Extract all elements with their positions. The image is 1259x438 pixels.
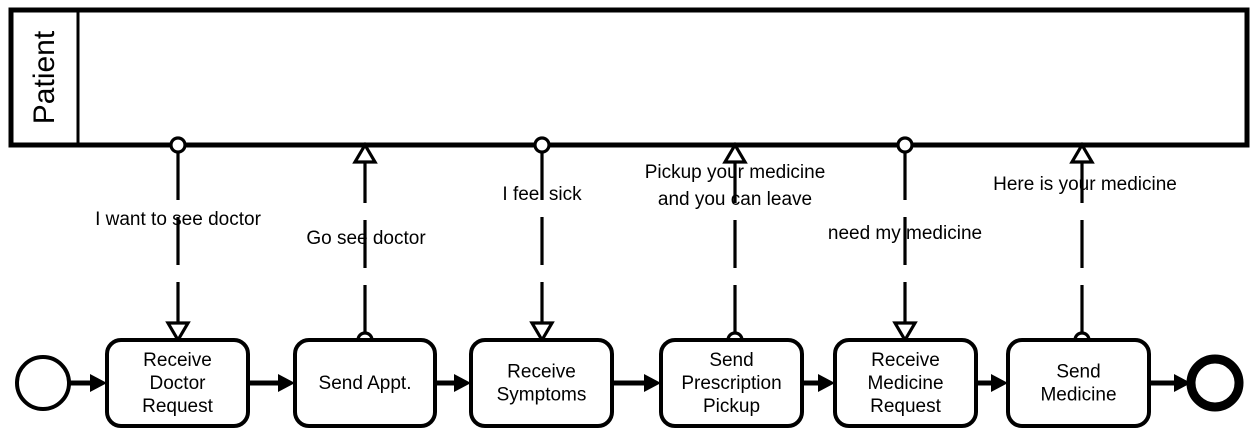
message-flow-label-line: Pickup your medicine <box>645 162 826 183</box>
message-flow-label-mf6: Here is your medicine <box>993 174 1177 195</box>
event-layer <box>15 354 1244 412</box>
task-label-line: Send <box>709 350 753 371</box>
task-label-line: Pickup <box>703 396 760 417</box>
task-box[interactable] <box>659 338 804 428</box>
task-label-line: Doctor <box>150 373 207 394</box>
message-flow-label-mf4: Pickup your medicine and you can leave <box>645 162 826 210</box>
start-event[interactable] <box>15 355 71 411</box>
sequence-flow-arrowhead <box>1174 374 1191 392</box>
message-flow-label-line: need my medicine <box>828 223 982 244</box>
sequence-flow-sf1[interactable] <box>69 374 107 392</box>
message-flow-label-line: I feel sick <box>502 184 582 205</box>
message-flow-label-line: and you can leave <box>658 189 812 210</box>
sequence-flow-arrowhead <box>278 374 295 392</box>
task-label-line: Send Appt. <box>319 373 412 394</box>
task-label-line: Medicine <box>1040 384 1116 405</box>
task-label-line: Prescription <box>681 373 781 394</box>
task-label: Send Appt. <box>319 373 412 394</box>
message-flow-label-line: Here is your medicine <box>993 174 1177 195</box>
message-flow-label-mf1: I want to see doctor <box>95 209 261 230</box>
task-box[interactable] <box>833 338 978 428</box>
message-flow-arrowhead <box>529 321 555 344</box>
message-flow-mf5[interactable] <box>892 136 918 344</box>
sequence-flow-arrowhead <box>991 374 1008 392</box>
sequence-flow-sf6[interactable] <box>1149 374 1191 392</box>
message-flow-arrowhead <box>165 321 191 344</box>
pool-label-patient: Patient <box>28 30 61 124</box>
sequence-flow-sf2[interactable] <box>248 374 295 392</box>
message-label-layer: I want to see doctor Go see doctor I feel … <box>95 162 1177 249</box>
message-flow-arrowhead <box>722 141 748 164</box>
sequence-flow-sf7[interactable] <box>976 374 1008 392</box>
message-flow-mf3[interactable] <box>529 136 555 344</box>
message-flow-label-mf3: I feel sick <box>502 184 582 205</box>
task-label-line: Medicine <box>867 373 943 394</box>
message-flow-label-line: I want to see doctor <box>95 209 261 230</box>
sequence-flow-sf4[interactable] <box>612 374 661 392</box>
message-flow-arrowhead <box>1069 141 1095 164</box>
message-flow-label-mf2: Go see doctor <box>306 228 426 249</box>
message-flow-source-circle <box>169 136 187 154</box>
sequence-flow-sf3[interactable] <box>435 374 471 392</box>
task-box[interactable] <box>293 338 437 428</box>
task-box[interactable] <box>105 338 250 428</box>
task-label-line: Receive <box>871 350 940 371</box>
sequence-flow-layer <box>69 374 1191 392</box>
task-label-line: Send <box>1056 361 1100 382</box>
message-flow-source-circle <box>533 136 551 154</box>
task-label-line: Symptoms <box>497 384 587 405</box>
message-flow-label-mf5: need my medicine <box>828 223 982 244</box>
pool-boundary[interactable] <box>8 7 1250 148</box>
sequence-flow-arrowhead <box>644 374 661 392</box>
message-flow-source-circle <box>896 136 914 154</box>
sequence-flow-sf5[interactable] <box>802 374 835 392</box>
message-flow-mf1[interactable] <box>165 136 191 344</box>
patient-pool[interactable]: Patient <box>8 7 1250 148</box>
message-flow-label-line: Go see doctor <box>306 228 426 249</box>
task-label-line: Request <box>870 396 941 417</box>
end-event[interactable] <box>1186 354 1244 412</box>
message-flow-arrowhead <box>352 141 378 164</box>
sequence-flow-arrowhead <box>90 374 107 392</box>
task-label-line: Request <box>142 396 213 417</box>
task-box[interactable] <box>469 338 614 428</box>
task-t2[interactable]: Send Appt. <box>293 338 437 428</box>
sequence-flow-arrowhead <box>454 374 471 392</box>
task-label-line: Receive <box>143 350 212 371</box>
task-box[interactable] <box>1006 338 1151 428</box>
task-label-line: Receive <box>507 361 576 382</box>
sequence-flow-arrowhead <box>818 374 835 392</box>
message-flow-arrowhead <box>892 321 918 344</box>
